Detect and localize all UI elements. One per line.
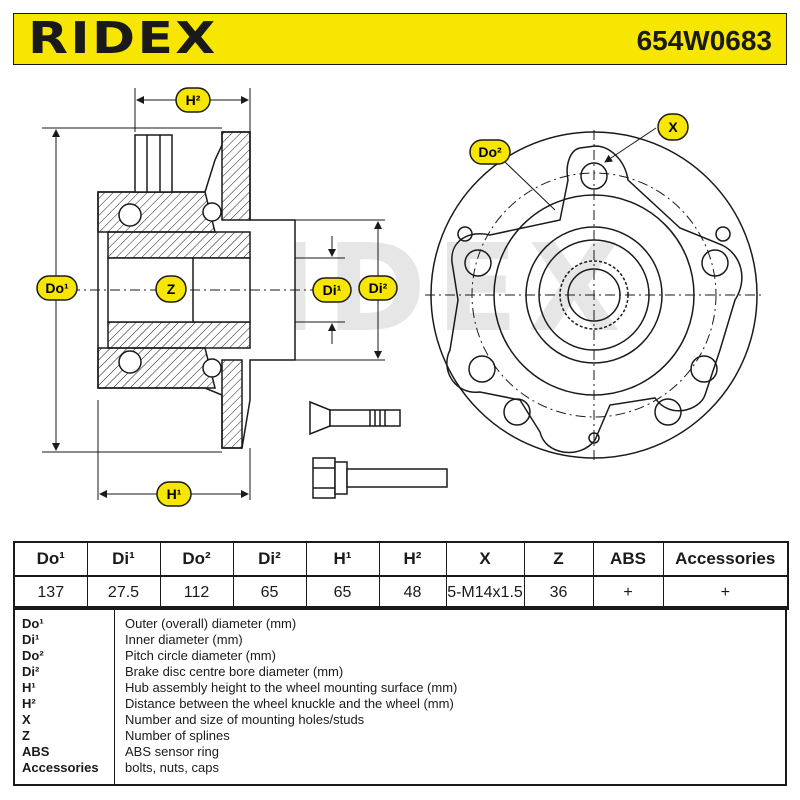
hub-cross-section [70,131,320,449]
legend-row: Accessories bolts, nuts, caps [15,760,789,776]
svg-text:Do¹: Do¹ [45,280,69,296]
svg-text:H²: H² [186,92,201,108]
spec-value: 48 [378,575,447,610]
label-x: X [657,113,689,141]
col-header: Di² [232,541,307,577]
label-z: Z [155,275,187,303]
legend-desc: Brake disc centre bore diameter (mm) [125,664,344,679]
bolt-small [309,400,401,436]
legend-desc: Number of splines [125,728,230,743]
col-header: Di¹ [86,541,161,577]
bolt-large [312,457,448,499]
legend-key: X [22,712,31,727]
svg-text:Z: Z [167,281,176,297]
legend-desc: Hub assembly height to the wheel mountin… [125,680,458,695]
legend-key: H² [22,696,36,711]
col-header: Z [523,541,594,577]
spec-value: + [592,575,664,610]
hub-front-view [425,127,765,460]
spec-value: 112 [159,575,234,610]
svg-text:Di²: Di² [369,280,388,296]
brand-logo: RIDEX [28,13,218,64]
spec-value: 36 [523,575,594,610]
legend-row: Di¹ Inner diameter (mm) [15,632,789,648]
legend-row: X Number and size of mounting holes/stud… [15,712,789,728]
legend-desc: ABS sensor ring [125,744,219,759]
legend-divider [114,608,115,784]
legend-desc: Outer (overall) diameter (mm) [125,616,297,631]
legend-key: Do² [22,648,44,663]
legend-key: H¹ [22,680,36,695]
label-do2: Do² [469,139,511,165]
svg-text:X: X [668,119,678,135]
legend-key: Accessories [22,760,99,775]
legend-row: Do² Pitch circle diameter (mm) [15,648,789,664]
spec-value: 5-M14x1.5 [445,575,525,610]
legend-row: ABS ABS sensor ring [15,744,789,760]
legend-box: Do¹ Outer (overall) diameter (mm) Di¹ In… [13,606,787,786]
label-h2: H² [175,87,211,113]
legend-desc: bolts, nuts, caps [125,760,219,775]
spec-value: + [662,575,789,610]
legend-key: ABS [22,744,50,759]
col-header: X [445,541,525,577]
col-header: H² [378,541,447,577]
legend-desc: Pitch circle diameter (mm) [125,648,276,663]
legend-row: H² Distance between the wheel knuckle an… [15,696,789,712]
spec-value: 27.5 [86,575,161,610]
spec-value: 65 [305,575,380,610]
legend-row: Do¹ Outer (overall) diameter (mm) [15,616,789,632]
spec-value: 65 [232,575,307,610]
col-header: Do² [159,541,234,577]
legend-key: Di² [22,664,40,679]
svg-text:Do²: Do² [478,144,502,160]
svg-text:Di¹: Di¹ [323,282,342,298]
legend-row: Z Number of splines [15,728,789,744]
spec-value: 137 [13,575,88,610]
legend-desc: Inner diameter (mm) [125,632,243,647]
legend-key: Z [22,728,30,743]
legend-key: Di¹ [22,632,40,647]
col-header: Accessories [662,541,789,577]
legend-key: Do¹ [22,616,44,631]
header-bar: RIDEX 654W0683 [13,13,787,65]
svg-text:H¹: H¹ [167,486,182,502]
part-number: 654W0683 [636,25,772,56]
label-do1: Do¹ [36,275,78,301]
legend-row: Di² Brake disc centre bore diameter (mm) [15,664,789,680]
specs-table: Do¹ Di¹ Do² Di² H¹ H² X Z ABS Accessorie… [13,541,789,610]
col-header: ABS [592,541,664,577]
label-di2: Di² [358,275,398,301]
legend-desc: Distance between the wheel knuckle and t… [125,696,454,711]
legend-row: H¹ Hub assembly height to the wheel moun… [15,680,789,696]
technical-drawing: RIDEX [36,87,765,507]
col-header: H¹ [305,541,380,577]
legend-desc: Number and size of mounting holes/studs [125,712,365,727]
label-di1: Di¹ [312,277,352,303]
specs-header-row: Do¹ Di¹ Do² Di² H¹ H² X Z ABS Accessorie… [13,541,789,577]
specs-value-row: 137 27.5 112 65 65 48 5-M14x1.5 36 + + [13,575,789,610]
label-h1: H¹ [156,481,192,507]
col-header: Do¹ [13,541,88,577]
